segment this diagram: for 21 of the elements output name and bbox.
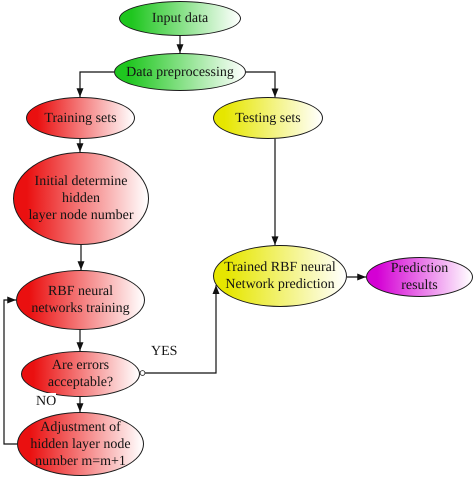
arrow (3, 296, 17, 445)
arrow (76, 71, 114, 97)
node-label: Trained RBF neural Network prediction (224, 259, 336, 293)
node-label: Adjustment of hidden layer node number m=m+1 (30, 418, 131, 470)
node-label: Initial determine hidden layer node number (28, 173, 134, 224)
arrow (272, 138, 278, 246)
node-label: RBF neural networks training (31, 283, 130, 317)
arrow (76, 330, 84, 351)
node-label: Training sets (44, 110, 117, 126)
node-label: Data preprocessing (126, 64, 234, 80)
arrow (347, 274, 366, 280)
arrow (176, 36, 184, 53)
arrow (246, 71, 278, 98)
node-label: Prediction results (390, 260, 448, 294)
node-label: Are errors acceptable? (48, 357, 114, 391)
arrow (76, 397, 84, 412)
arrow (140, 285, 220, 376)
node-label: Input data (152, 10, 208, 27)
arrow (78, 245, 84, 270)
node-label: Testing sets (235, 110, 301, 126)
arrow (76, 139, 84, 152)
